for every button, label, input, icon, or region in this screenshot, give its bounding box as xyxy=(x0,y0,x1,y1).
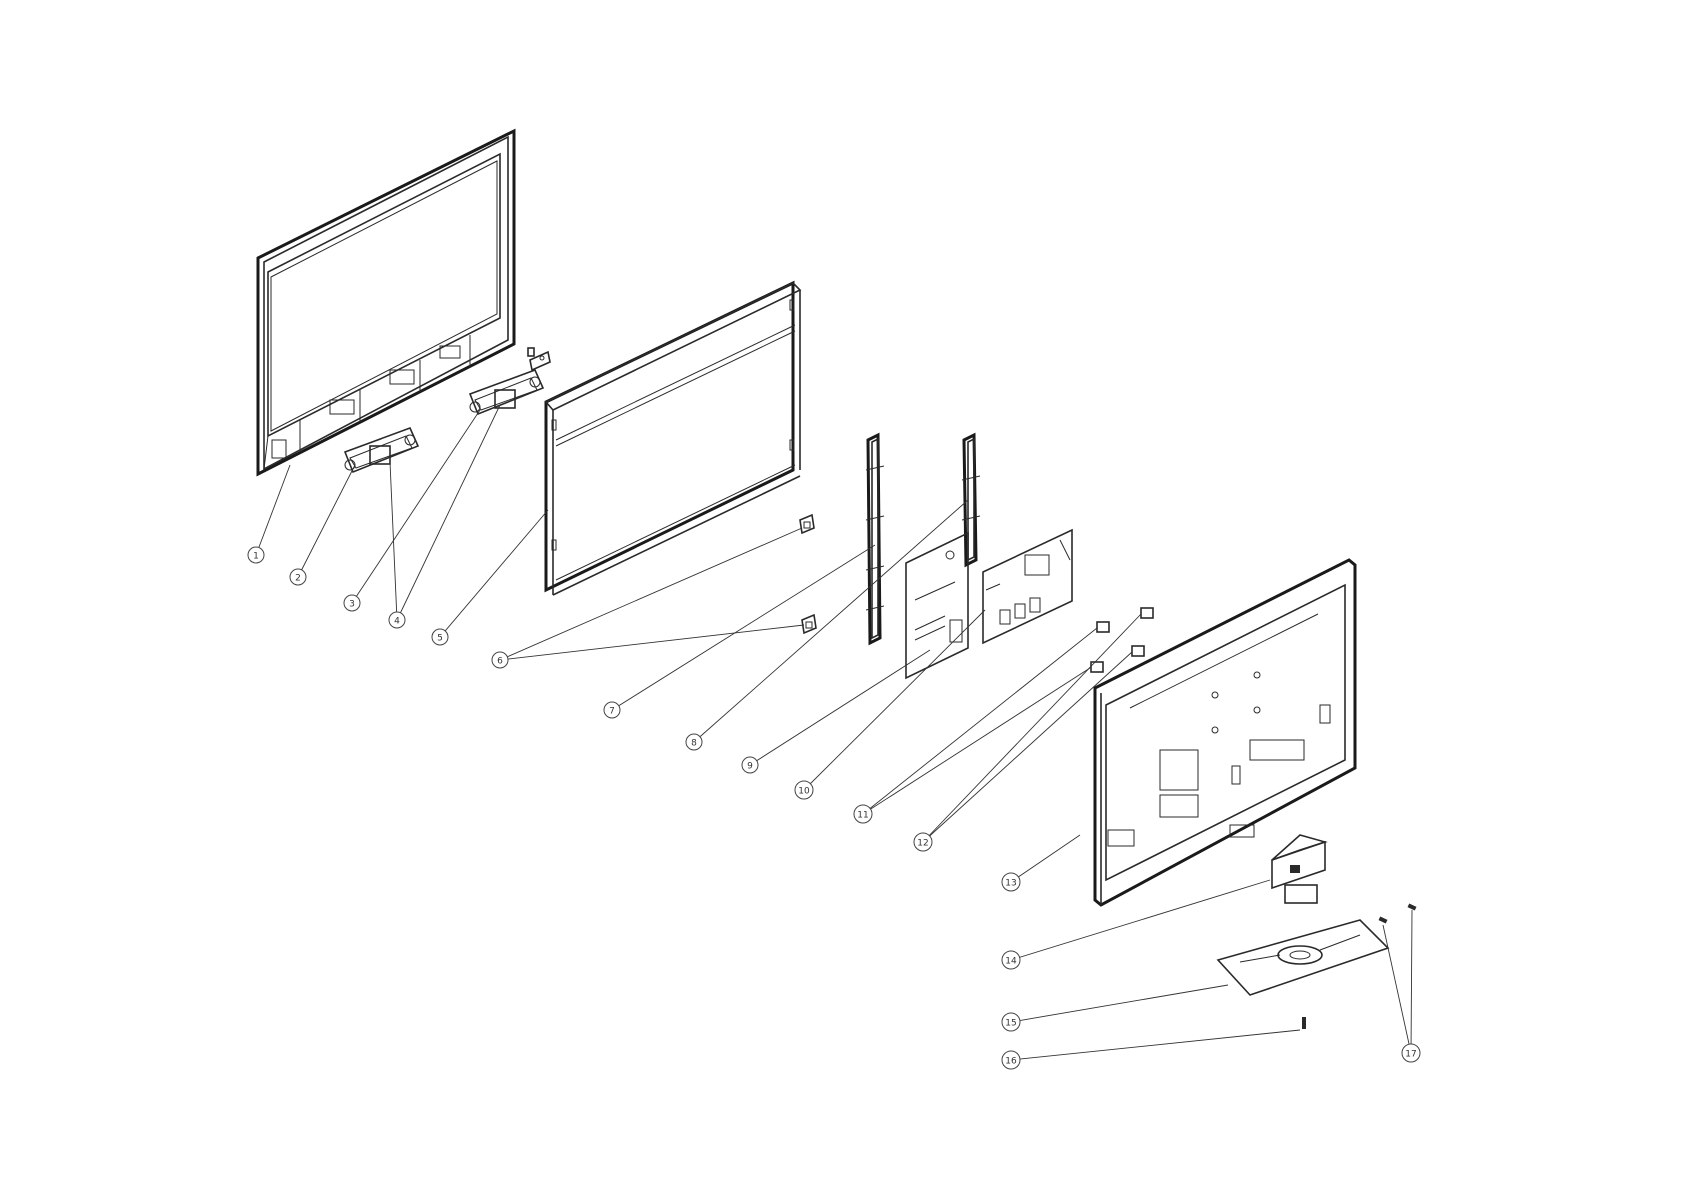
panel-bracket-lower xyxy=(802,615,816,633)
speaker-bracket xyxy=(528,348,550,370)
callout-10-label: 10 xyxy=(798,787,810,797)
callout-4: 4 xyxy=(389,612,405,628)
power-board xyxy=(906,533,968,678)
main-board xyxy=(983,530,1072,643)
board-clip-1 xyxy=(1097,622,1109,632)
board-clip-2 xyxy=(1141,608,1153,618)
callout-9: 9 xyxy=(742,757,758,773)
speaker-right xyxy=(470,370,543,414)
board-clip-3 xyxy=(1091,662,1103,672)
board-clip-4 xyxy=(1132,646,1144,656)
callout-5-label: 5 xyxy=(437,634,443,644)
callout-11: 11 xyxy=(854,805,872,823)
callout-8: 8 xyxy=(686,734,702,750)
mounting-bracket-right xyxy=(962,435,980,565)
mounting-bracket-left xyxy=(866,435,884,643)
callout-13-label: 13 xyxy=(1005,879,1016,889)
callout-1-label: 1 xyxy=(253,552,259,562)
callout-3-label: 3 xyxy=(349,600,355,610)
callout-13: 13 xyxy=(1002,873,1020,891)
callout-7: 7 xyxy=(604,702,620,718)
callout-14: 14 xyxy=(1002,951,1020,969)
lcd-panel xyxy=(546,283,800,595)
leader-lines xyxy=(256,405,1412,1060)
callout-9-label: 9 xyxy=(747,762,753,772)
callout-4-label: 4 xyxy=(394,617,400,627)
neck-screw-2 xyxy=(1408,903,1417,910)
callout-7-label: 7 xyxy=(609,707,615,717)
callout-12-label: 12 xyxy=(917,839,928,849)
neck-screw-1 xyxy=(1379,916,1388,923)
base-screw xyxy=(1302,1017,1306,1029)
rear-cover xyxy=(1095,560,1355,905)
callout-2: 2 xyxy=(290,569,306,585)
callout-10: 10 xyxy=(795,781,813,799)
front-bezel xyxy=(258,131,514,474)
callout-6-label: 6 xyxy=(497,657,503,667)
callout-3: 3 xyxy=(344,595,360,611)
panel-bracket-upper xyxy=(800,515,814,533)
callout-12: 12 xyxy=(914,833,932,851)
callout-11-label: 11 xyxy=(857,811,868,821)
callout-14-label: 14 xyxy=(1005,957,1017,967)
callout-1: 1 xyxy=(248,547,264,563)
callout-16: 16 xyxy=(1002,1051,1020,1069)
callout-17: 17 xyxy=(1402,1044,1420,1062)
callout-8-label: 8 xyxy=(691,739,697,749)
callout-16-label: 16 xyxy=(1005,1057,1017,1067)
callout-17-label: 17 xyxy=(1405,1050,1416,1060)
stand-neck xyxy=(1272,835,1325,903)
stand-base xyxy=(1218,920,1388,995)
callout-6: 6 xyxy=(492,652,508,668)
callout-15: 15 xyxy=(1002,1013,1020,1031)
callout-5: 5 xyxy=(432,629,448,645)
speaker-left xyxy=(345,428,418,472)
callout-2-label: 2 xyxy=(295,574,301,584)
callout-15-label: 15 xyxy=(1005,1019,1016,1029)
